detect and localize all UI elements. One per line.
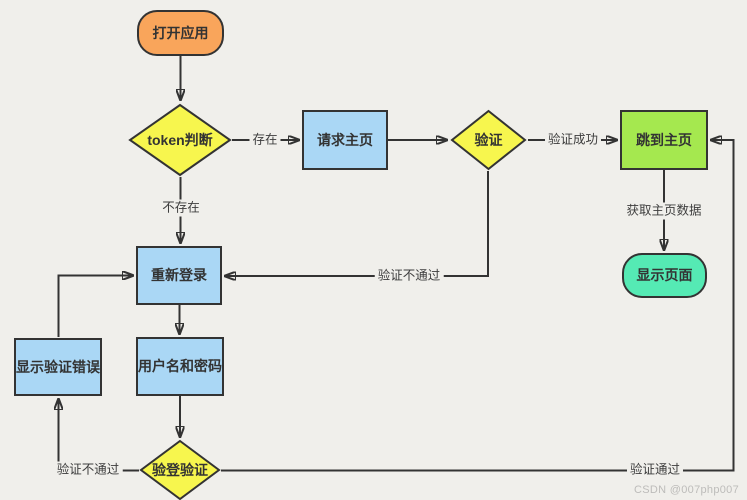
edge-show-error-to-relogin <box>57 276 134 337</box>
edge-login-verify-to-show-error <box>59 398 139 472</box>
watermark: CSDN @007php007 <box>634 484 739 496</box>
edge-verify-to-relogin <box>224 171 489 276</box>
node-request-home-label: 请求主页 <box>317 131 373 148</box>
edge-label-verify-success: 验证成功 <box>544 131 602 149</box>
edge-label-verify-fail-mid: 验证不通过 <box>374 267 444 285</box>
node-show-page: 显示页面 <box>622 253 707 298</box>
node-open-app-label: 打开应用 <box>152 24 209 41</box>
node-show-page-label: 显示页面 <box>636 267 693 284</box>
edge-label-fetch-home-data: 获取主页数据 <box>623 202 705 220</box>
edge-label-verify-fail-bottom: 验证不通过 <box>53 461 123 479</box>
node-jump-home-label: 跳到主页 <box>636 131 692 148</box>
edge-login-verify-to-jump-home <box>221 140 735 472</box>
node-login-verify: 验登验证 <box>139 439 221 500</box>
node-verify: 验证 <box>450 109 527 171</box>
node-show-error: 显示验证错误 <box>14 338 102 396</box>
edge-label-exists: 存在 <box>249 131 281 149</box>
node-relogin-label: 重新登录 <box>151 267 207 284</box>
diamond-shape <box>128 103 232 177</box>
edge-label-verify-pass: 验证通过 <box>626 461 684 479</box>
node-verify-label: 验证 <box>474 131 503 148</box>
node-login-verify-label: 验登验证 <box>152 461 208 478</box>
diamond-shape <box>139 439 221 500</box>
node-relogin: 重新登录 <box>136 246 222 305</box>
node-credentials-label: 用户名和密码 <box>138 358 222 375</box>
node-token-check-label: token判断 <box>147 131 213 148</box>
node-open-app: 打开应用 <box>137 10 224 56</box>
diamond-shape <box>450 109 527 171</box>
node-request-home: 请求主页 <box>302 110 388 170</box>
node-token-check: token判断 <box>128 103 232 177</box>
node-credentials: 用户名和密码 <box>136 337 224 396</box>
node-show-error-label: 显示验证错误 <box>16 358 100 375</box>
node-jump-home: 跳到主页 <box>620 110 708 170</box>
edge-label-not-exists: 不存在 <box>159 199 203 217</box>
